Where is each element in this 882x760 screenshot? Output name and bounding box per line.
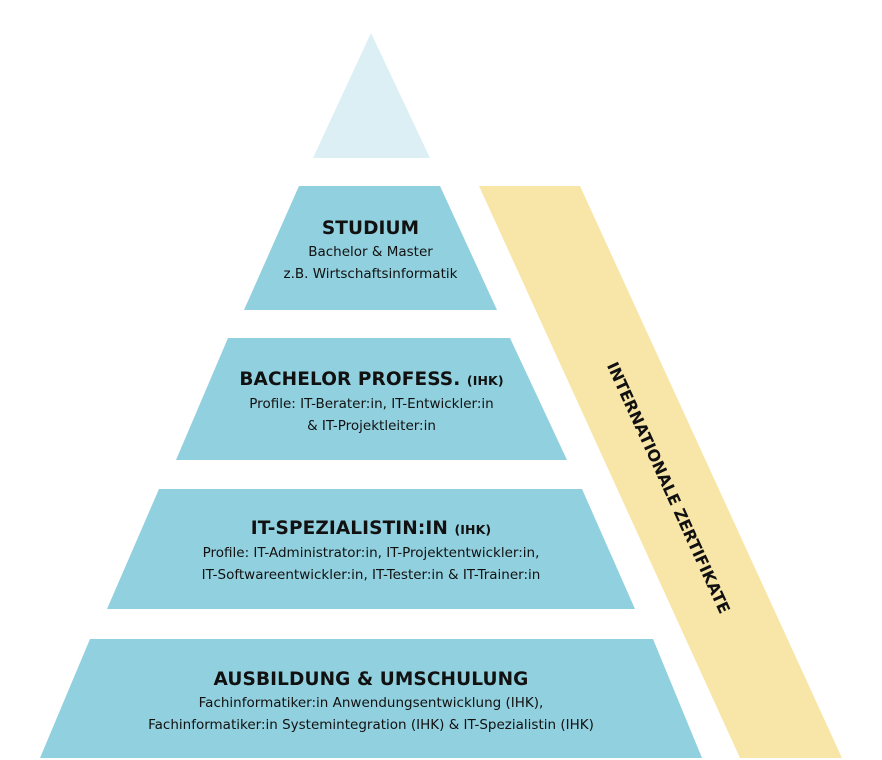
level-description-line: Fachinformatiker:in Anwendungsentwicklun… (198, 695, 544, 711)
level-description-line: Profile: IT-Berater:in, IT-Entwickler:in (249, 396, 494, 412)
level-title: AUSBILDUNG & UMSCHULUNG (213, 669, 529, 690)
pyramid-top-triangle (313, 33, 430, 158)
level-title-suffix: (IHK) (466, 373, 504, 388)
level-description-line: Bachelor & Master (308, 244, 433, 260)
level-description-line: Profile: IT-Administrator:in, IT-Projekt… (202, 545, 540, 561)
level-description-line: IT-Softwareentwickler:in, IT-Tester:in &… (201, 567, 541, 583)
level-studium: STUDIUM Bachelor & Master z.B. Wirtschaf… (244, 217, 497, 285)
level-it-spezialist: IT-SPEZIALISTIN:IN (IHK) Profile: IT-Adm… (107, 517, 635, 586)
level-ausbildung: AUSBILDUNG & UMSCHULUNG Fachinformatiker… (40, 668, 702, 736)
certificates-band (479, 186, 842, 758)
level-title: STUDIUM (321, 218, 420, 239)
level-title: IT-SPEZIALISTIN:IN (IHK) (250, 518, 492, 539)
level-bachelor-profess: BACHELOR PROFESS. (IHK) Profile: IT-Bera… (176, 368, 567, 437)
level-shape-studium (244, 186, 497, 310)
level-description-line: & IT-Projektleiter:in (307, 418, 436, 434)
level-shape-bachelor-profess (176, 338, 567, 460)
level-description-line: Fachinformatiker:in Systemintegration (I… (148, 717, 594, 733)
level-description-line: z.B. Wirtschaftsinformatik (283, 266, 458, 282)
level-shape-it-spezialist (107, 489, 635, 609)
level-title-suffix: (IHK) (454, 522, 492, 537)
level-shape-ausbildung (40, 639, 702, 758)
level-title: BACHELOR PROFESS. (IHK) (239, 369, 504, 390)
